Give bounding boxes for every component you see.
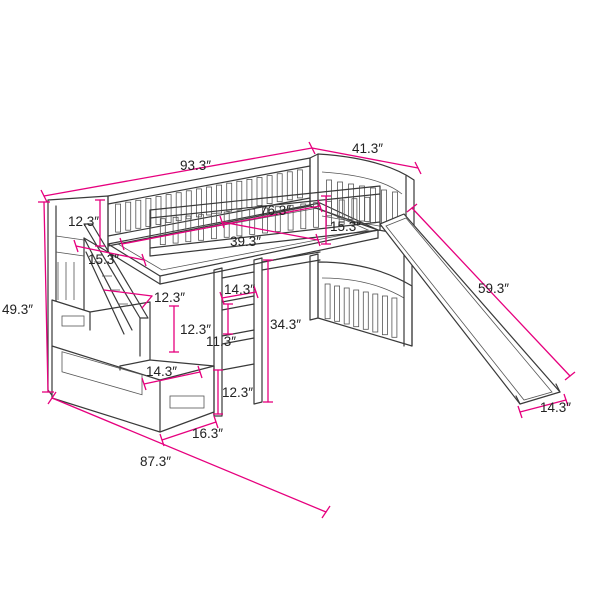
slat — [364, 196, 371, 222]
label-stair-bottom-height: 12.3″ — [222, 385, 253, 400]
slat — [338, 199, 345, 225]
slat — [391, 297, 398, 338]
slat — [155, 196, 162, 225]
slat — [353, 289, 360, 328]
slat — [324, 283, 331, 320]
slat — [300, 203, 307, 230]
dimension-lines — [38, 141, 576, 519]
label-stair-rail-height: 15.3″ — [88, 252, 119, 267]
label-stair-step-depth-top: 12.3″ — [154, 290, 185, 305]
label-stair-step-width: 14.3″ — [146, 364, 177, 379]
label-slide-width: 14.3″ — [540, 400, 571, 415]
slat — [370, 187, 376, 224]
slat — [359, 185, 365, 222]
slat — [249, 208, 256, 235]
label-mattress-length: 76.3″ — [260, 203, 291, 218]
slat — [313, 202, 320, 228]
label-stair-bottom-width: 16.3″ — [192, 426, 223, 441]
slat — [274, 206, 281, 232]
label-overall-length: 93.3″ — [180, 158, 211, 173]
label-slide-length: 59.3″ — [478, 281, 509, 296]
slat — [236, 180, 243, 210]
slat — [296, 169, 303, 199]
staircase — [51, 223, 215, 433]
label-diagonal-length: 87.3″ — [140, 454, 171, 469]
slat — [348, 183, 354, 220]
slat — [372, 293, 379, 333]
slat — [362, 291, 369, 330]
slat — [381, 189, 387, 225]
slat — [256, 177, 263, 206]
dimension-labels: 93.3″ 41.3″ 49.3″ 87.3″ 12.3″ 76.3″ 39.3… — [2, 141, 571, 469]
slat — [159, 218, 166, 245]
label-overall-width: 41.3″ — [352, 141, 383, 156]
slat — [145, 197, 152, 227]
slat — [198, 214, 205, 241]
slat — [185, 190, 192, 220]
slat — [286, 171, 293, 201]
slat — [246, 178, 253, 208]
slat — [334, 285, 341, 322]
label-mattress-width: 39.3″ — [230, 234, 261, 249]
slat — [172, 216, 179, 244]
slat — [185, 215, 192, 243]
slat — [343, 287, 350, 325]
slat — [135, 199, 142, 229]
right-lower-panel — [317, 235, 413, 347]
label-ladder-width: 14.3″ — [224, 282, 255, 297]
slat — [381, 295, 388, 336]
slat — [216, 184, 223, 214]
slat — [276, 173, 283, 203]
slat — [351, 198, 358, 224]
slat — [262, 207, 268, 234]
label-under-bed-clearance: 34.3″ — [270, 317, 301, 332]
rear-frame — [261, 251, 321, 321]
label-overall-height: 49.3″ — [2, 302, 33, 317]
slat — [236, 210, 243, 237]
slat — [115, 203, 121, 233]
slat — [125, 201, 132, 231]
slat — [287, 204, 294, 231]
slide — [379, 213, 561, 405]
slat — [266, 175, 273, 205]
label-rail-height-right: 15.3″ — [330, 219, 361, 234]
slat — [206, 186, 212, 216]
label-ladder-step-spacing: 11.3″ — [206, 334, 236, 349]
bed-drawing — [47, 153, 561, 433]
front-guardrail — [149, 185, 381, 257]
label-guardrail-height: 12.3″ — [68, 214, 99, 229]
front-ladder — [213, 257, 263, 417]
slat — [226, 182, 233, 212]
label-stair-step-height: 12.3″ — [180, 322, 211, 337]
